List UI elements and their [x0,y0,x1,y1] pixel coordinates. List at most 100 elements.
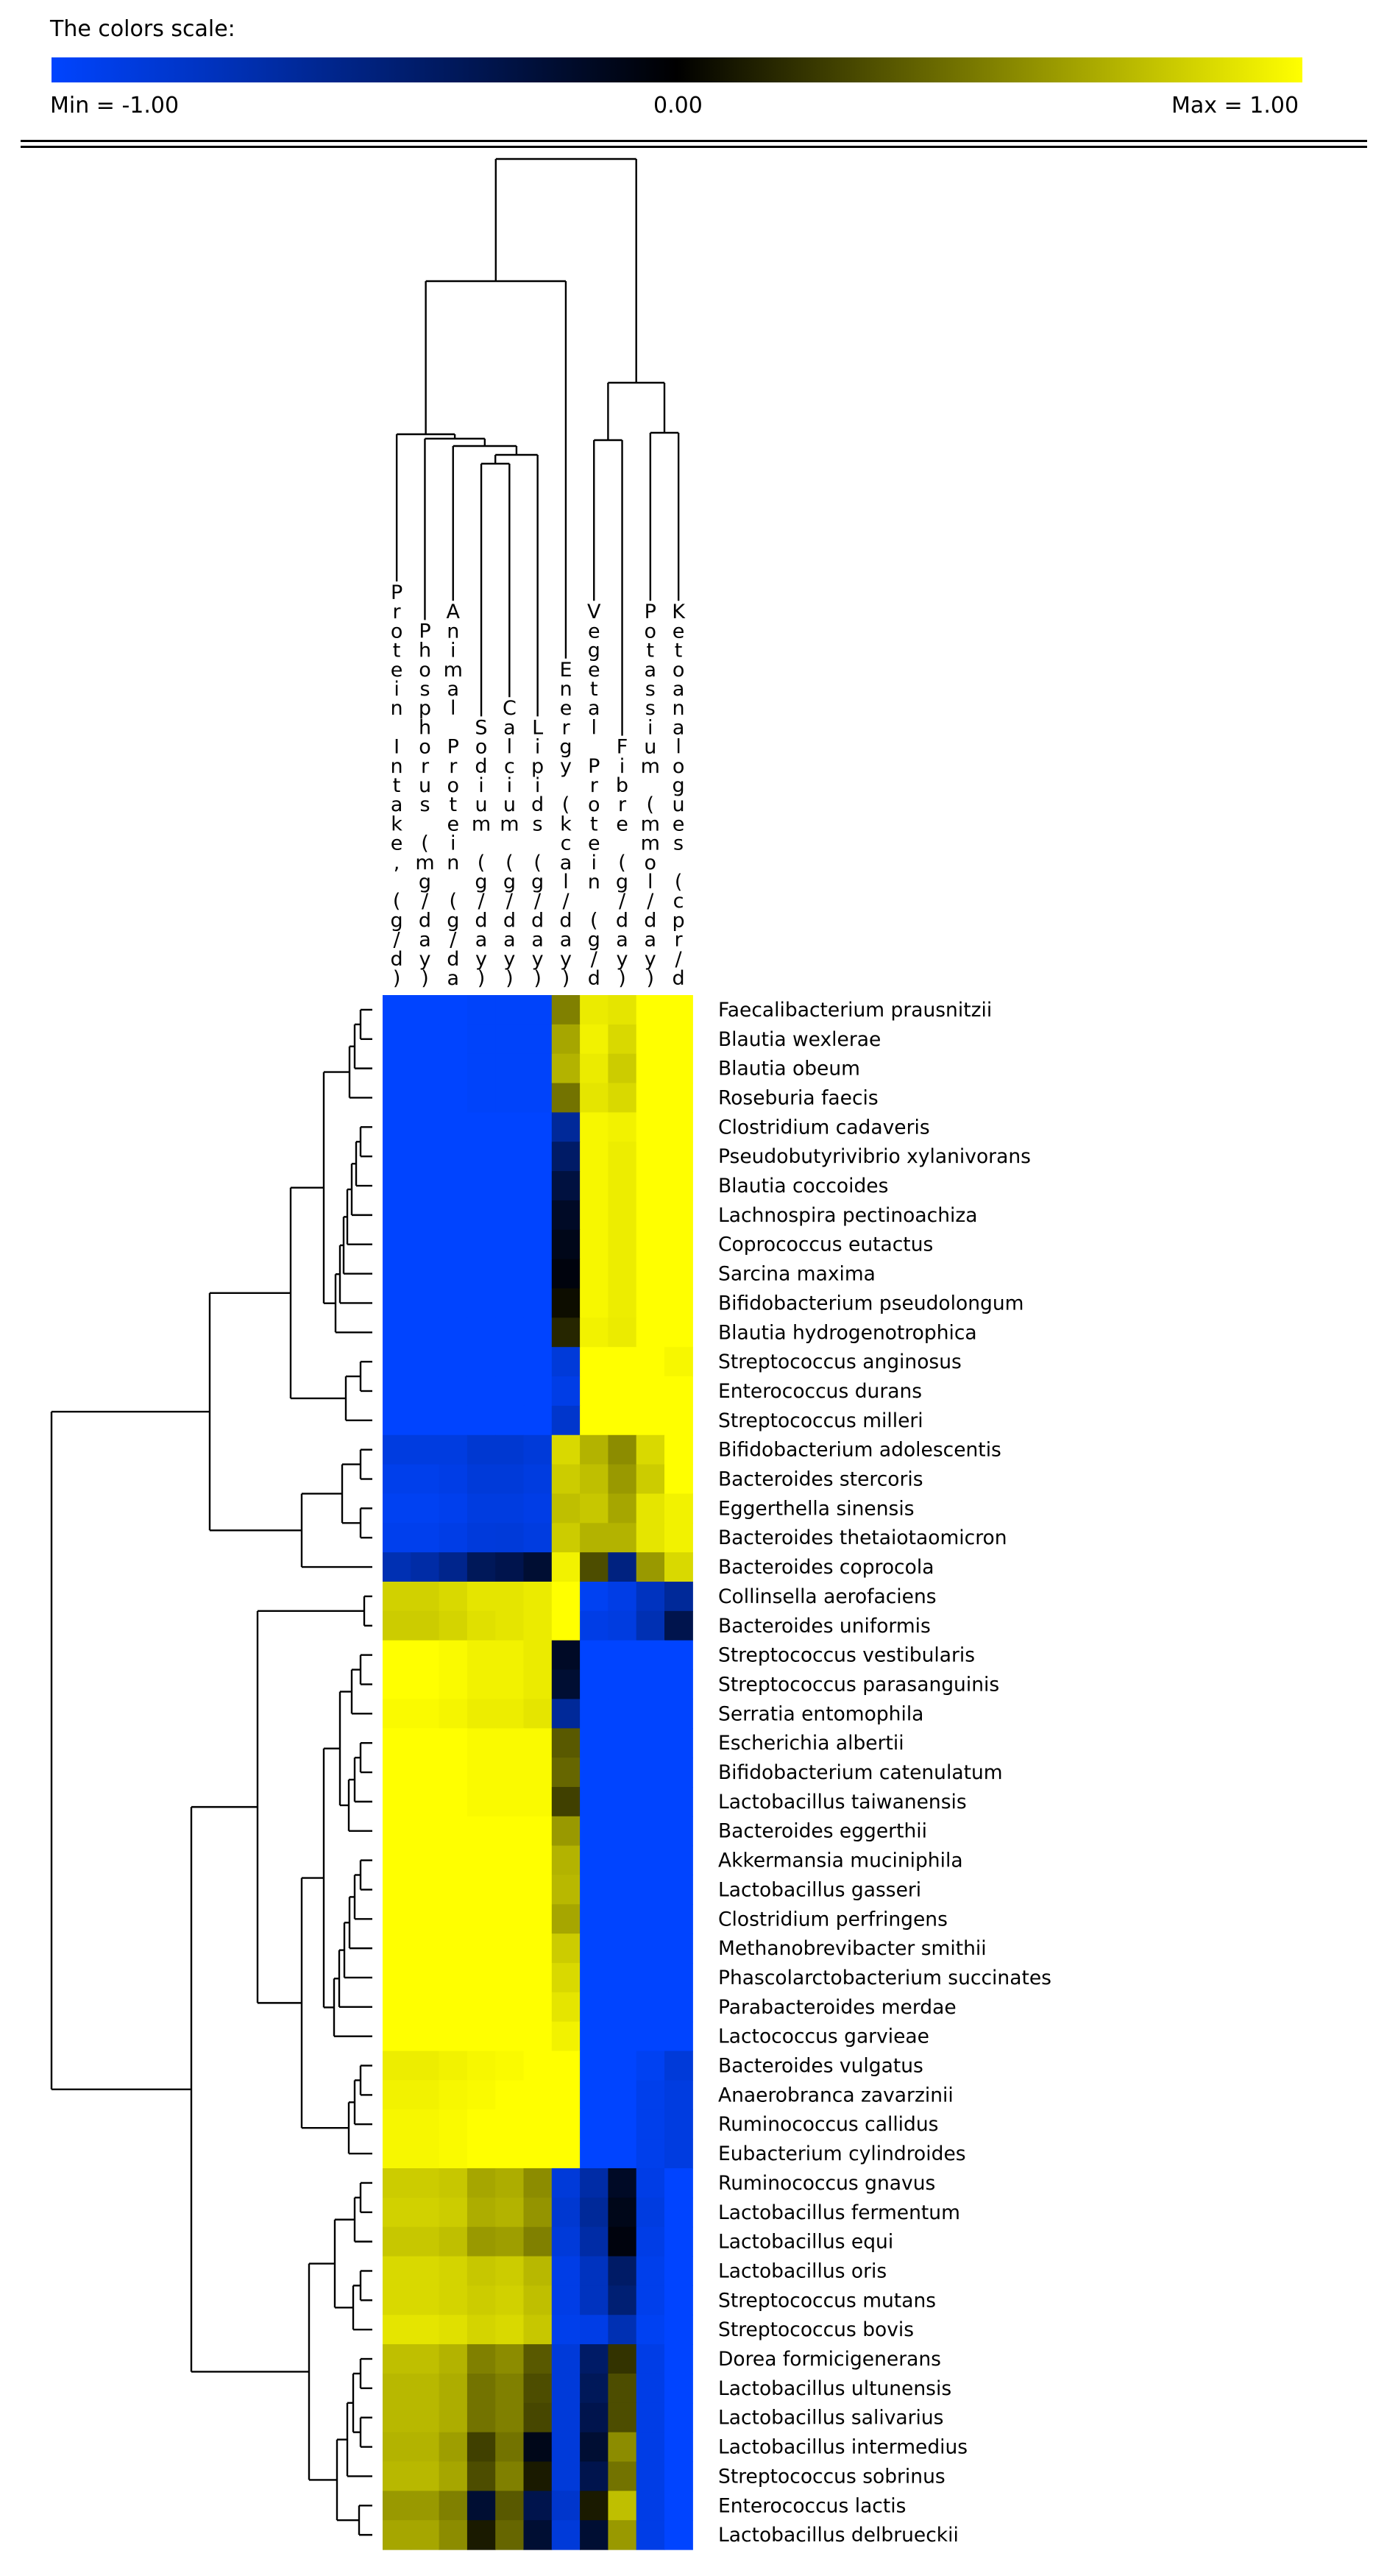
heatmap-cell [523,2050,553,2081]
heatmap-cell [608,2402,637,2433]
heatmap-cell [580,2109,609,2140]
heatmap-cell [523,1288,553,1318]
heatmap-cell [523,2402,553,2433]
heatmap-cell [664,1816,693,1847]
heatmap-cell [551,1904,581,1934]
heatmap-cell [608,1816,637,1847]
heatmap-cell [580,2402,609,2433]
heatmap-cell [636,2373,665,2404]
heatmap-cell [411,1669,440,1699]
heatmap-cell [608,2109,637,2140]
row-label: Bifidobacterium adolescentis [718,1439,1001,1462]
column-label: o [645,620,657,643]
column-label: a [391,793,403,816]
heatmap-cell [551,1610,581,1641]
heatmap-cell [608,1845,637,1876]
heatmap-cell [495,1083,525,1113]
heatmap-cell [383,1963,411,1993]
heatmap-cell [495,1434,525,1465]
heatmap-cell [608,1992,637,2023]
heatmap-cell [383,1582,411,1612]
column-label: / [534,890,542,913]
heatmap-cell [466,1845,496,1876]
heatmap-cell [495,2168,525,2198]
heatmap-cell [636,1963,665,1993]
column-label: y [532,948,544,971]
heatmap-cell [523,1112,553,1142]
heatmap-cell [411,1024,440,1055]
heatmap-cell [551,2461,581,2491]
heatmap-cell [551,1963,581,1993]
heatmap-cell [411,2197,440,2228]
heatmap-cell [664,1171,693,1201]
heatmap-cell [636,1317,665,1348]
heatmap-cell [523,1405,553,1436]
heatmap-cell [466,1933,496,1964]
column-label: u [673,793,685,816]
heatmap-cell [580,2432,609,2463]
column-label: / [562,890,570,913]
heatmap-cell [551,1317,581,1348]
heatmap-cell [495,1845,525,1876]
heatmap-cell [383,1229,411,1260]
heatmap-cell [580,1875,609,1905]
heatmap-cell [383,1083,411,1113]
heatmap-cell [608,2520,637,2550]
heatmap-cell [608,2461,637,2491]
heatmap-cell [608,1464,637,1495]
heatmap-cell [664,1582,693,1612]
heatmap-cell [664,1992,693,2023]
column-label: d [503,909,516,932]
heatmap-cell [466,1699,496,1729]
heatmap-cell [439,1288,468,1318]
column-label: o [673,755,685,778]
row-label: Lactobacillus intermedius [718,2436,968,2459]
column-label: F [617,736,628,759]
row-label: Streptococcus bovis [718,2318,914,2341]
color-scale-mid-label: 0.00 [653,93,703,118]
heatmap-cell [466,1259,496,1289]
heatmap-cell [495,1053,525,1084]
heatmap-cell [523,2461,553,2491]
heatmap-cell [523,1552,553,1582]
column-label: i [450,832,456,855]
heatmap-cell [383,2315,411,2345]
heatmap-cell [636,1142,665,1172]
column-label: p [419,697,431,720]
heatmap-cell [383,2491,411,2521]
heatmap-cell [466,1640,496,1671]
column-label: m [641,832,660,855]
heatmap-cell [411,2080,440,2110]
heatmap-cell [466,1288,496,1318]
heatmap-cell [495,2080,525,2110]
heatmap-cell [636,1229,665,1260]
heatmap-cell [608,1347,637,1377]
heatmap-cell [411,1259,440,1289]
column-label: d [673,967,685,990]
heatmap-cell [411,1347,440,1377]
heatmap-cell [608,1229,637,1260]
heatmap-cell [636,2285,665,2315]
heatmap-cell [580,1317,609,1348]
heatmap-cell [551,995,581,1025]
column-label: e [560,697,572,720]
column-label: y [645,948,656,971]
heatmap-cell [383,1053,411,1084]
column-label: ( [478,852,486,874]
column-label: d [475,755,487,778]
row-label: Bacteroides thetaiotaomicron [718,1526,1007,1549]
heatmap-cell [495,1904,525,1934]
heatmap-cell [466,1963,496,1993]
heatmap-cell [466,1464,496,1495]
heatmap-cell [636,2432,665,2463]
heatmap-cell [523,1464,553,1495]
column-label: / [450,929,457,952]
heatmap-cell [580,1142,609,1172]
heatmap-cell [383,1112,411,1142]
heatmap-cell [466,1171,496,1201]
row-label: Streptococcus milleri [718,1409,923,1432]
column-label: p [531,755,544,778]
heatmap-cell [466,2461,496,2491]
row-label: Lactococcus garvieae [718,2025,929,2048]
heatmap-cell [523,1669,553,1699]
